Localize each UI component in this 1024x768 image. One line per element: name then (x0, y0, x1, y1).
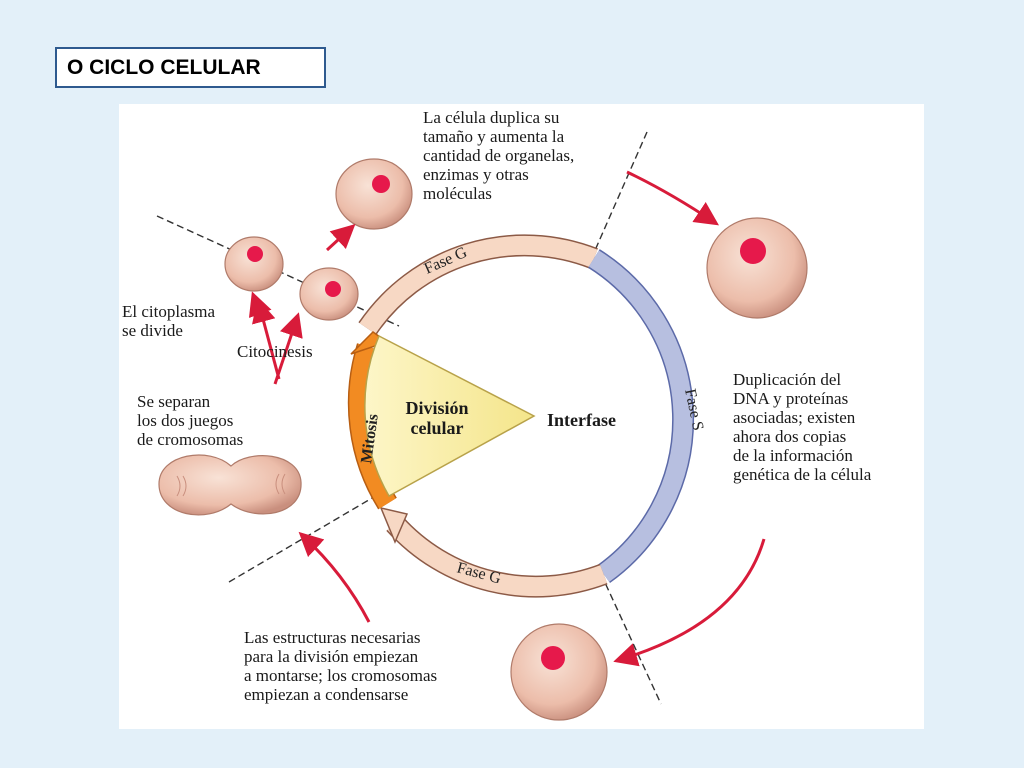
cell-g1-large (706, 217, 808, 319)
cell-daughter-right (299, 267, 359, 321)
annotation-chromosomes-line-1: Se separan (137, 392, 211, 411)
annotation-structures-line-4: empiezan a condensarse (244, 685, 409, 704)
phase-s-label: Fase S (681, 387, 706, 432)
mitosis-arc (349, 343, 396, 509)
cell-g1-small (335, 158, 413, 230)
cell-g2 (510, 623, 608, 721)
annotation-dna-line-1: Duplicación del (733, 370, 842, 389)
annotation-dna-line-6: genética de la célula (733, 465, 872, 484)
annotation-dna-line-3: asociadas; existen (733, 408, 856, 427)
g2-phase-arc (387, 517, 607, 597)
g1-phase-arc (359, 235, 598, 334)
annotation-cytoplasm: El citoplasma se divide (122, 302, 215, 340)
annotation-structures-line-1: Las estructuras necesarias (244, 628, 421, 647)
cell-cycle-diagram: Fase G Fase S Fase G Mitosis Citocinesis… (119, 104, 924, 729)
g2-arrow-head (379, 506, 409, 544)
slide-title: O CICLO CELULAR (55, 47, 326, 88)
annotation-structures-line-3: a montarse; los cromosomas (244, 666, 438, 685)
interphase-label: Interfase (547, 410, 616, 430)
annotation-dna: Duplicación del DNA y proteínas asociada… (733, 370, 871, 484)
s-phase-arc (588, 250, 693, 582)
red-arrows (248, 170, 766, 667)
annotation-growth-line-2: tamaño y aumenta la (423, 127, 565, 146)
annotation-dna-line-2: DNA y proteínas (733, 389, 849, 408)
division-label: División celular (377, 398, 497, 438)
cell-cycle-graphic (156, 131, 808, 721)
annotation-growth-line-3: cantidad de organelas, (423, 146, 575, 165)
division-label-line-1: División (405, 398, 469, 418)
annotation-growth-line-1: La célula duplica su (423, 108, 560, 127)
cytokinesis-label: Citocinesis (237, 342, 313, 361)
annotation-cytoplasm-line-2: se divide (122, 321, 183, 340)
division-wedge (364, 334, 536, 498)
phase-mitosis-label: Mitosis (358, 413, 382, 465)
division-label-line-2: celular (410, 418, 464, 438)
cell-daughter-left (224, 236, 284, 292)
annotation-growth-line-5: moléculas (423, 184, 492, 203)
annotation-structures-line-2: para la división empiezan (244, 647, 419, 666)
annotation-structures: Las estructuras necesarias para la divis… (244, 628, 437, 704)
phase-g2-label: Fase G (455, 559, 503, 587)
annotation-chromosomes-line-3: de cromosomas (137, 430, 244, 449)
annotation-growth: La célula duplica su tamaño y aumenta la… (423, 108, 574, 203)
phase-labels: Fase G Fase S Fase G Mitosis (358, 244, 706, 588)
annotation-chromosomes-line-2: los dos juegos (137, 411, 234, 430)
annotation-cytoplasm-line-1: El citoplasma (122, 302, 216, 321)
annotation-dna-line-4: ahora dos copias (733, 427, 847, 446)
annotation-chromosomes: Se separan los dos juegos de cromosomas (137, 392, 243, 449)
cell-dividing (158, 454, 302, 516)
annotation-growth-line-4: enzimas y otras (423, 165, 529, 184)
phase-g1-label: Fase G (422, 244, 470, 278)
annotation-dna-line-5: de la información (733, 446, 853, 465)
